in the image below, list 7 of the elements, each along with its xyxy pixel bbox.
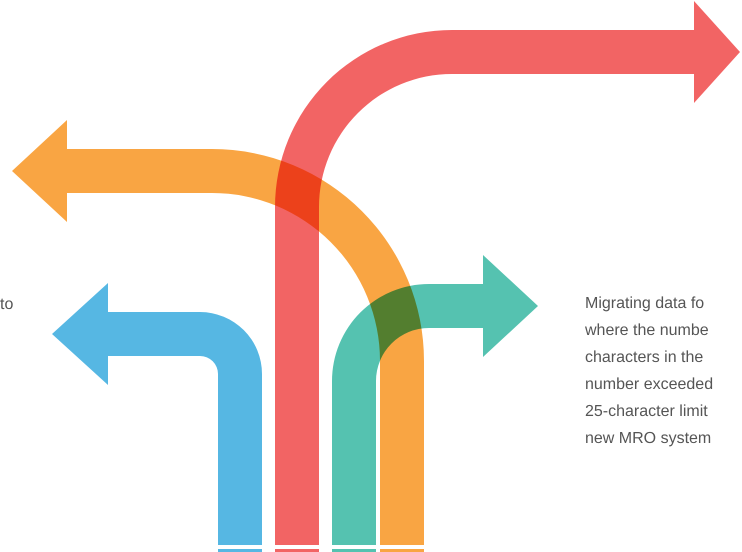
- text-line: number exceeded: [585, 375, 714, 395]
- text-line: new MRO system: [585, 429, 712, 449]
- text-line: characters in the: [585, 348, 704, 368]
- text-line: Migrating data fo: [585, 294, 706, 314]
- text-fragment: to: [0, 296, 14, 314]
- text-line: 25-character limit: [585, 402, 709, 422]
- text-line: where the numbe: [585, 321, 710, 341]
